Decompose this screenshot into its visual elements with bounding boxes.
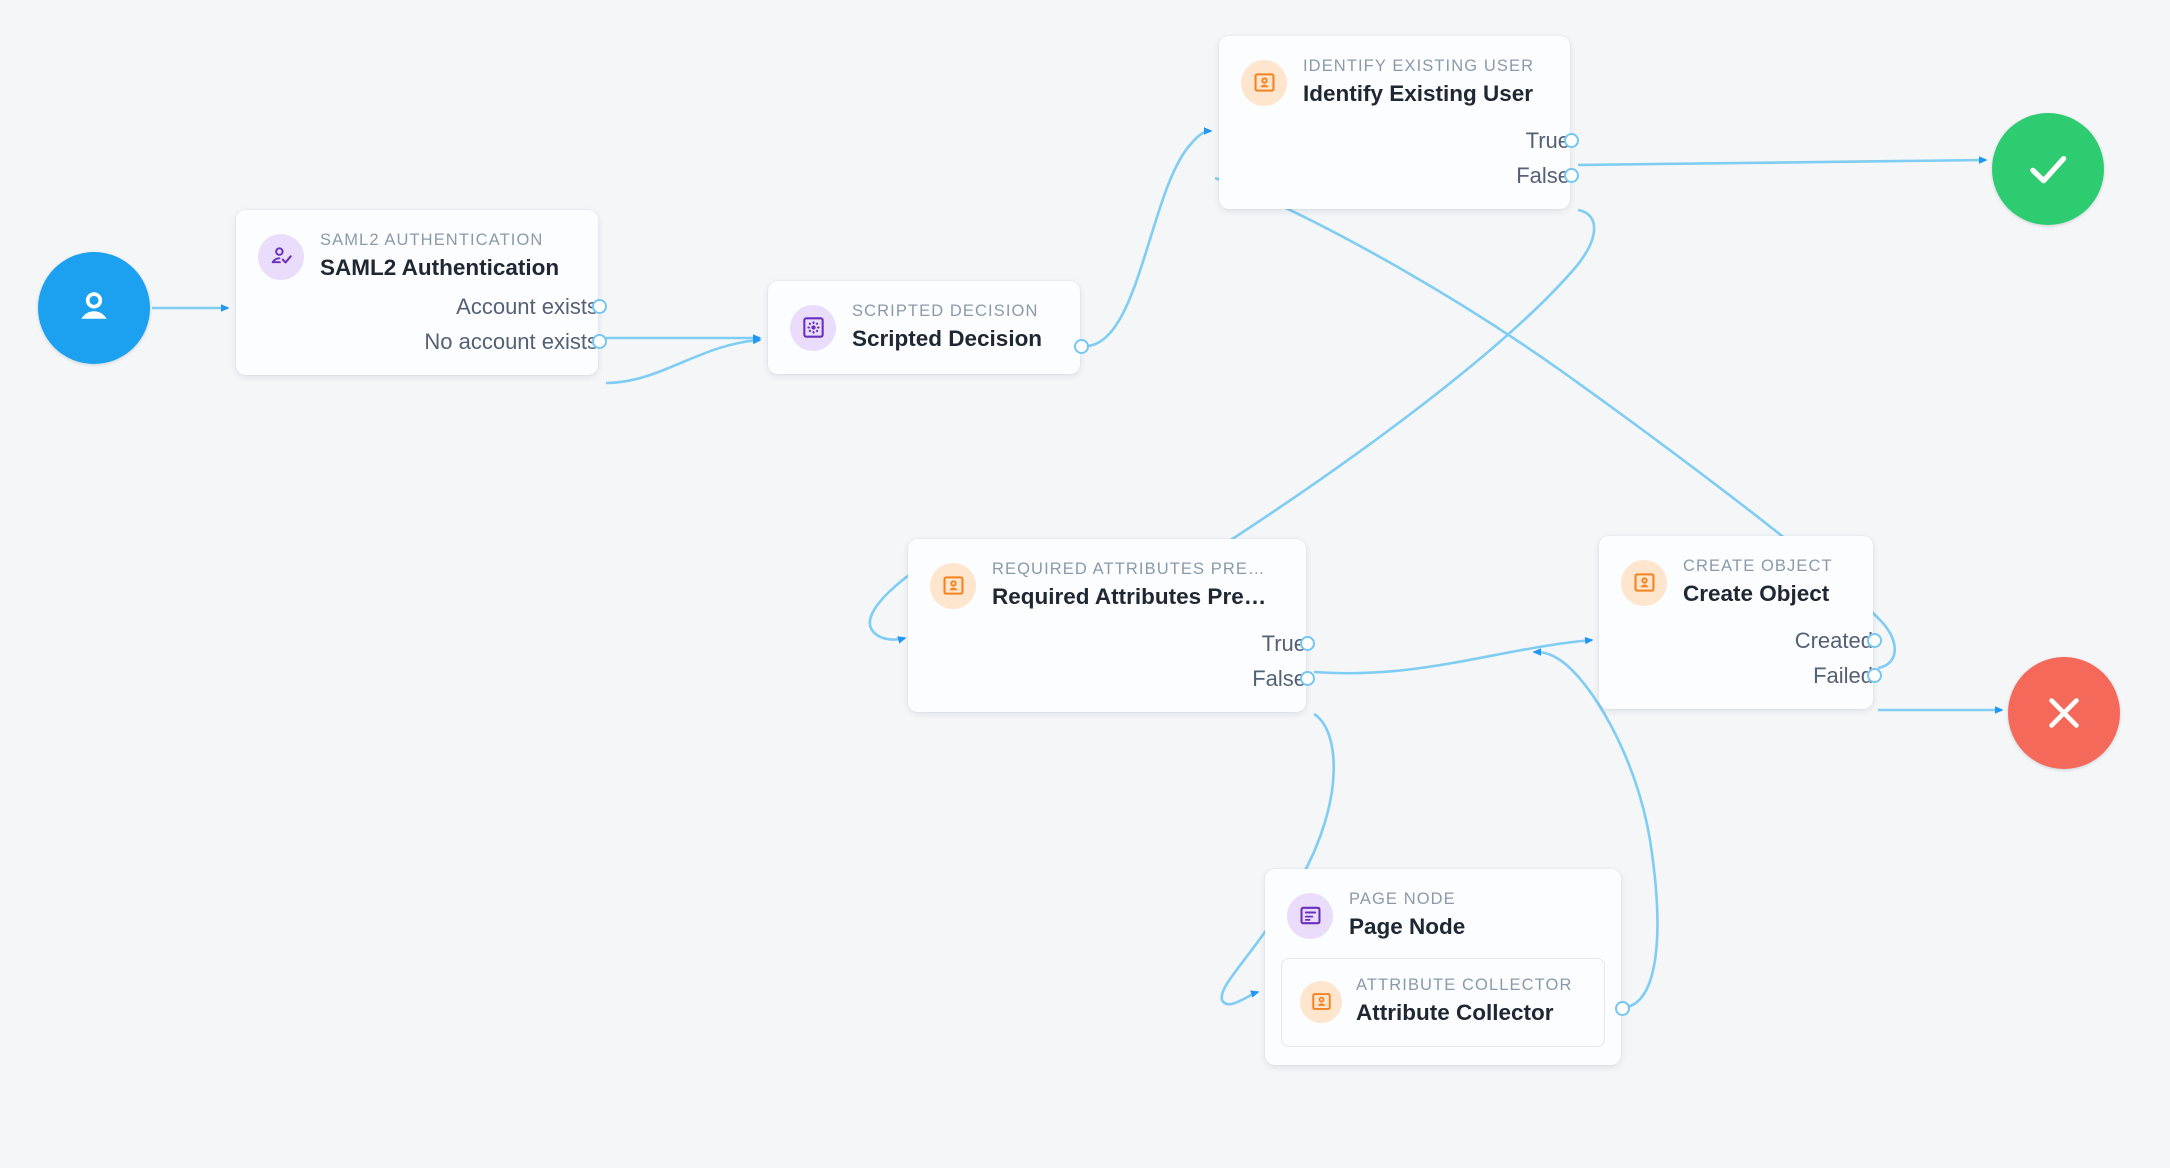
- output-port[interactable]: [1867, 668, 1882, 683]
- edge-scripted-to-identify: [1087, 127, 1213, 348]
- node-type-label: SAML2 AUTHENTICATION: [320, 231, 544, 249]
- edge-no-account-to-scripted: [605, 336, 762, 385]
- output-port[interactable]: [592, 299, 607, 314]
- node-saml2-authentication[interactable]: SAML2 AUTHENTICATION SAML2 Authenticatio…: [236, 210, 607, 375]
- output-port[interactable]: [1564, 168, 1579, 183]
- output-label: True: [1261, 630, 1306, 656]
- failure-node[interactable]: [2008, 657, 2120, 769]
- node-title: Identify Existing User: [1303, 80, 1534, 106]
- node-header: ATTRIBUTE COLLECTOR Attribute Collector: [1282, 959, 1604, 1046]
- id-badge-icon: [1241, 59, 1287, 106]
- output-port[interactable]: [1867, 633, 1882, 648]
- node-type-label: ATTRIBUTE COLLECTOR: [1356, 976, 1573, 994]
- user-check-icon: [258, 233, 304, 280]
- node-title: Required Attributes Pre…: [992, 583, 1267, 609]
- output-row[interactable]: False: [1219, 158, 1579, 193]
- node-outputs: True False: [1219, 109, 1579, 209]
- node-header: REQUIRED ATTRIBUTES PRESE… Required Attr…: [908, 539, 1306, 612]
- node-title: Create Object: [1683, 580, 1830, 606]
- output-row[interactable]: No account exists: [236, 324, 607, 359]
- node-outputs: Account exists No account exists: [236, 283, 607, 375]
- node-title: Scripted Decision: [852, 325, 1043, 351]
- node-required-attributes-present[interactable]: REQUIRED ATTRIBUTES PRESE… Required Attr…: [908, 539, 1315, 712]
- output-port[interactable]: [1300, 636, 1315, 651]
- output-row[interactable]: Account exists: [236, 289, 607, 324]
- node-type-label: IDENTIFY EXISTING USER: [1303, 57, 1535, 75]
- output-port[interactable]: [1615, 1001, 1630, 1016]
- node-type-label: SCRIPTED DECISION: [852, 302, 1039, 320]
- check-icon: [2030, 156, 2067, 184]
- node-type-label: REQUIRED ATTRIBUTES PRESE…: [992, 560, 1268, 578]
- output-port[interactable]: [1074, 339, 1089, 354]
- output-label: False: [1516, 162, 1570, 188]
- node-header: IDENTIFY EXISTING USER Identify Existing…: [1219, 36, 1570, 109]
- output-label: Failed: [1813, 662, 1873, 688]
- output-row[interactable]: Created: [1599, 623, 1882, 658]
- node-header: SAML2 AUTHENTICATION SAML2 Authenticatio…: [236, 210, 598, 283]
- edge-identify-true-to-success: [1577, 156, 1988, 167]
- output-port[interactable]: [592, 334, 607, 349]
- node-title: Attribute Collector: [1356, 999, 1554, 1025]
- node-type-label: PAGE NODE: [1349, 890, 1456, 908]
- output-port[interactable]: [1564, 133, 1579, 148]
- node-create-object[interactable]: CREATE OBJECT Create Object Created Fail…: [1599, 536, 1882, 709]
- page-icon: [1287, 892, 1333, 939]
- node-header: CREATE OBJECT Create Object: [1599, 536, 1873, 609]
- node-scripted-decision[interactable]: SCRIPTED DECISION Scripted Decision: [768, 281, 1089, 374]
- output-row[interactable]: Failed: [1599, 658, 1882, 693]
- output-row[interactable]: True: [908, 626, 1315, 661]
- node-type-label: CREATE OBJECT: [1683, 557, 1833, 575]
- output-label: Account exists: [456, 293, 598, 319]
- node-title: SAML2 Authentication: [320, 254, 560, 280]
- id-badge-icon: [930, 562, 976, 609]
- output-port[interactable]: [1300, 671, 1315, 686]
- node-header: PAGE NODE Page Node: [1265, 869, 1621, 942]
- node-header: SCRIPTED DECISION Scripted Decision: [768, 281, 1080, 374]
- close-icon: [2049, 698, 2079, 728]
- node-outputs: True False: [908, 612, 1315, 712]
- edge-required-true-to-create-object: [1313, 636, 1594, 675]
- id-badge-icon: [1621, 559, 1667, 606]
- node-outputs: Created Failed: [1599, 609, 1882, 709]
- output-row[interactable]: False: [908, 661, 1315, 696]
- gear-square-icon: [790, 304, 836, 351]
- success-node[interactable]: [1992, 113, 2104, 225]
- output-label: No account exists: [424, 328, 598, 354]
- output-row[interactable]: True: [1219, 123, 1579, 158]
- user-icon: [81, 292, 107, 319]
- output-label: Created: [1794, 627, 1873, 653]
- node-page-node[interactable]: PAGE NODE Page Node ATTRIBUTE COLLECTOR …: [1265, 869, 1630, 1065]
- node-attribute-collector[interactable]: ATTRIBUTE COLLECTOR Attribute Collector: [1281, 958, 1605, 1047]
- id-badge-icon: [1300, 980, 1342, 1023]
- output-label: True: [1525, 127, 1570, 153]
- output-label: False: [1252, 665, 1306, 691]
- start-node[interactable]: [38, 252, 150, 364]
- node-title: Page Node: [1349, 913, 1466, 939]
- node-identify-existing-user[interactable]: IDENTIFY EXISTING USER Identify Existing…: [1219, 36, 1579, 209]
